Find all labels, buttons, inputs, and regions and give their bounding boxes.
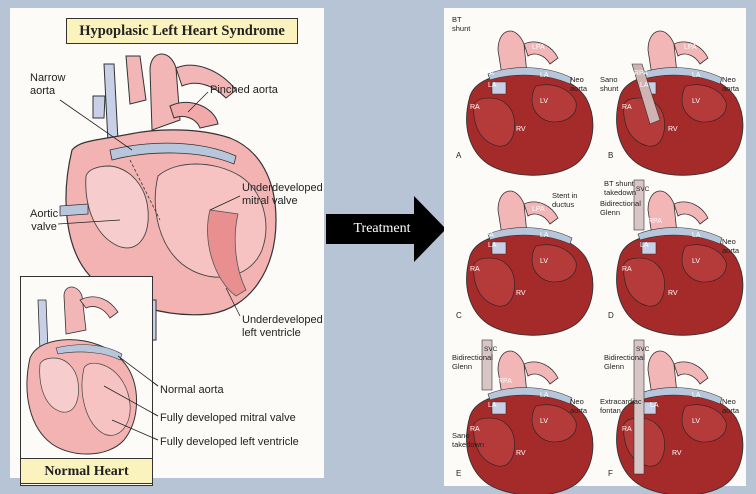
panel-f-ra-label: RA — [622, 426, 632, 433]
panel-a-la-small-label: LA — [488, 82, 497, 89]
treatment-label: Treatment — [353, 221, 411, 236]
panel-f-rv-label: RV — [672, 450, 682, 457]
panel-c-lv-label: LV — [540, 258, 549, 265]
panel-a-letter: A — [456, 151, 462, 160]
panel-e-ra-label: RA — [470, 426, 480, 433]
panel-b-rv-label: RV — [668, 126, 678, 133]
panel-b-lpa-label: LPA — [684, 44, 697, 51]
panel-d-rv-label: RV — [668, 290, 678, 297]
panel-e-rpa-label: RPA — [498, 378, 512, 385]
normal-aorta-label: Normal aorta — [160, 384, 224, 396]
panel-d-rpa-label: RPA — [648, 218, 662, 225]
panel-d-la-label: LA — [692, 232, 701, 239]
panel-f-svc-label: SVC — [636, 346, 650, 353]
panel-b-ra-label: RA — [622, 104, 632, 111]
panel-e-lv-label: LV — [540, 418, 549, 425]
panel-e-la-label: LA — [540, 392, 549, 399]
fully-developed-mitral-label: Fully developed mitral valve — [160, 412, 296, 424]
panel-c-la-label: LA — [540, 232, 549, 239]
panel-b-lv-label: LV — [692, 98, 701, 105]
panel-a-lv-label: LV — [540, 98, 549, 105]
panel-c-rv-label: RV — [516, 290, 526, 297]
panel-b-rpa-label: RPA — [634, 70, 648, 77]
panel-d-lv-label: LV — [692, 258, 701, 265]
panel-b-la-small-label: LA — [640, 82, 649, 89]
panel-c-letter: C — [456, 311, 462, 320]
panel-f-la-small-label: LA — [650, 402, 659, 409]
panel-e-la-small-label: LA — [488, 402, 497, 409]
panel-d-ra-label: RA — [622, 266, 632, 273]
panel-b-la-label: LA — [692, 72, 701, 79]
panel-a-rpa-label: RPA — [480, 70, 494, 77]
panel-d-letter: D — [608, 311, 614, 320]
panel-b-letter: B — [608, 151, 614, 160]
page-title: Hypoplasic Left Heart Syndrome — [66, 18, 298, 44]
panel-c-rpa-label: RPA — [480, 232, 494, 239]
panel-f-letter: F — [608, 469, 613, 478]
panel-e-rv-label: RV — [516, 450, 526, 457]
panel-c-la-small-label: LA — [488, 242, 497, 249]
panel-d-la-small-label: LA — [640, 242, 649, 249]
panel-e-svc-label: SVC — [484, 346, 498, 353]
panel-f-la-label: LA — [692, 392, 701, 399]
panel-c-ra-label: RA — [470, 266, 480, 273]
hlhs-heart-illustration — [57, 53, 277, 341]
treatment-arrow — [326, 196, 446, 262]
pinched-aorta-label: Pinched aorta — [210, 84, 278, 96]
panel-e-letter: E — [456, 469, 462, 478]
fully-developed-lv-label: Fully developed left ventricle — [160, 436, 299, 448]
panel-a-ra-label: RA — [470, 104, 480, 111]
panel-a-lpa-label: LPA — [532, 44, 545, 51]
normal-heart-title: Normal Heart — [20, 458, 153, 484]
panel-d-svc-label: SVC — [636, 186, 650, 193]
panel-f-lv-label: LV — [692, 418, 701, 425]
panel-c-lpa-label: LPA — [532, 206, 545, 213]
panel-a-la-label: LA — [540, 72, 549, 79]
panel-a-rv-label: RV — [516, 126, 526, 133]
normal-heart-inset — [20, 276, 153, 486]
